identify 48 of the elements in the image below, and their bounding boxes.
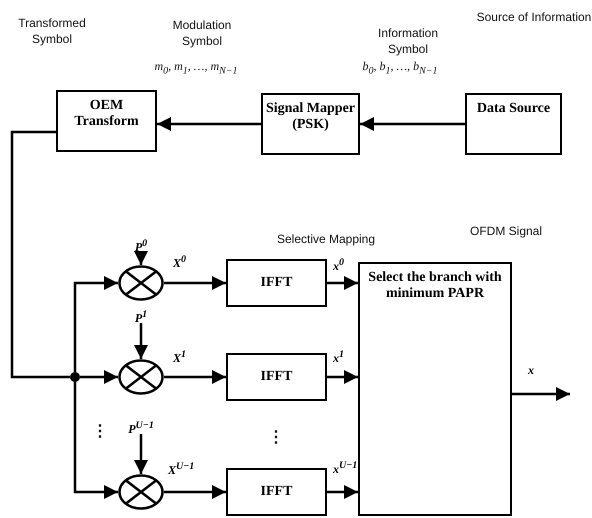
arrow	[327, 485, 358, 499]
process-box	[465, 93, 562, 155]
box-label: Data Source	[476, 100, 550, 118]
arrow	[327, 370, 358, 384]
annotation-text: Selective Mapping	[276, 232, 376, 248]
sequence-label: P$^{0}$	[126, 238, 156, 252]
box-label: OEM Transform	[73, 97, 140, 130]
edge-label: X$^{0}$	[173, 255, 186, 269]
arrow	[74, 382, 118, 499]
arrow	[164, 276, 226, 290]
arrow	[327, 276, 358, 290]
edge-label: X$^{U−1}$	[168, 462, 194, 476]
arrow	[164, 370, 226, 384]
process-box	[358, 262, 512, 516]
arrow	[134, 434, 148, 474]
sequence-label: P$^{1}$	[126, 309, 156, 323]
box-label: Signal Mapper (PSK)	[264, 100, 356, 134]
annotation-text: Source of Information	[476, 10, 592, 26]
arrow	[80, 370, 118, 384]
arrow	[164, 485, 226, 499]
annotation-text: Transformed Symbol	[17, 16, 87, 48]
edge-label: x$^{1}$	[333, 350, 344, 364]
ellipsis-mark: ⋮	[268, 428, 284, 448]
annotation-text: Modulation Symbol	[172, 18, 232, 50]
arrow	[74, 276, 118, 372]
symbol-sequence: m$_{0}$, m$_{1}$, …, m$_{N−1}$	[153, 59, 239, 78]
process-box	[226, 259, 327, 307]
process-box	[56, 90, 157, 152]
arrow	[134, 323, 148, 359]
arrow	[512, 387, 570, 401]
ellipsis-mark: ⋮	[92, 422, 108, 442]
arrow	[157, 117, 261, 131]
edge-label: x$^{0}$	[333, 258, 344, 272]
process-box	[261, 93, 360, 155]
annotation-text: Information Symbol	[376, 26, 440, 58]
box-label: Select the branch with minimum PAPR	[367, 269, 503, 302]
annotation-text: OFDM Signal	[468, 224, 544, 240]
box-label: IFFT	[260, 368, 292, 386]
box-label: IFFT	[260, 484, 292, 500]
process-box	[226, 353, 327, 401]
symbol-sequence: b$_{0}$, b$_{1}$, …, b$_{N−1}$	[361, 59, 439, 78]
box-label: IFFT	[260, 274, 292, 292]
process-box	[226, 468, 327, 516]
edge-label: x$^{U−1}$	[333, 461, 358, 475]
arrow	[360, 117, 465, 131]
arrow	[134, 251, 148, 265]
sequence-label: P$^{U−1}$	[120, 420, 162, 434]
edge-label: X$^{1}$	[173, 350, 186, 364]
